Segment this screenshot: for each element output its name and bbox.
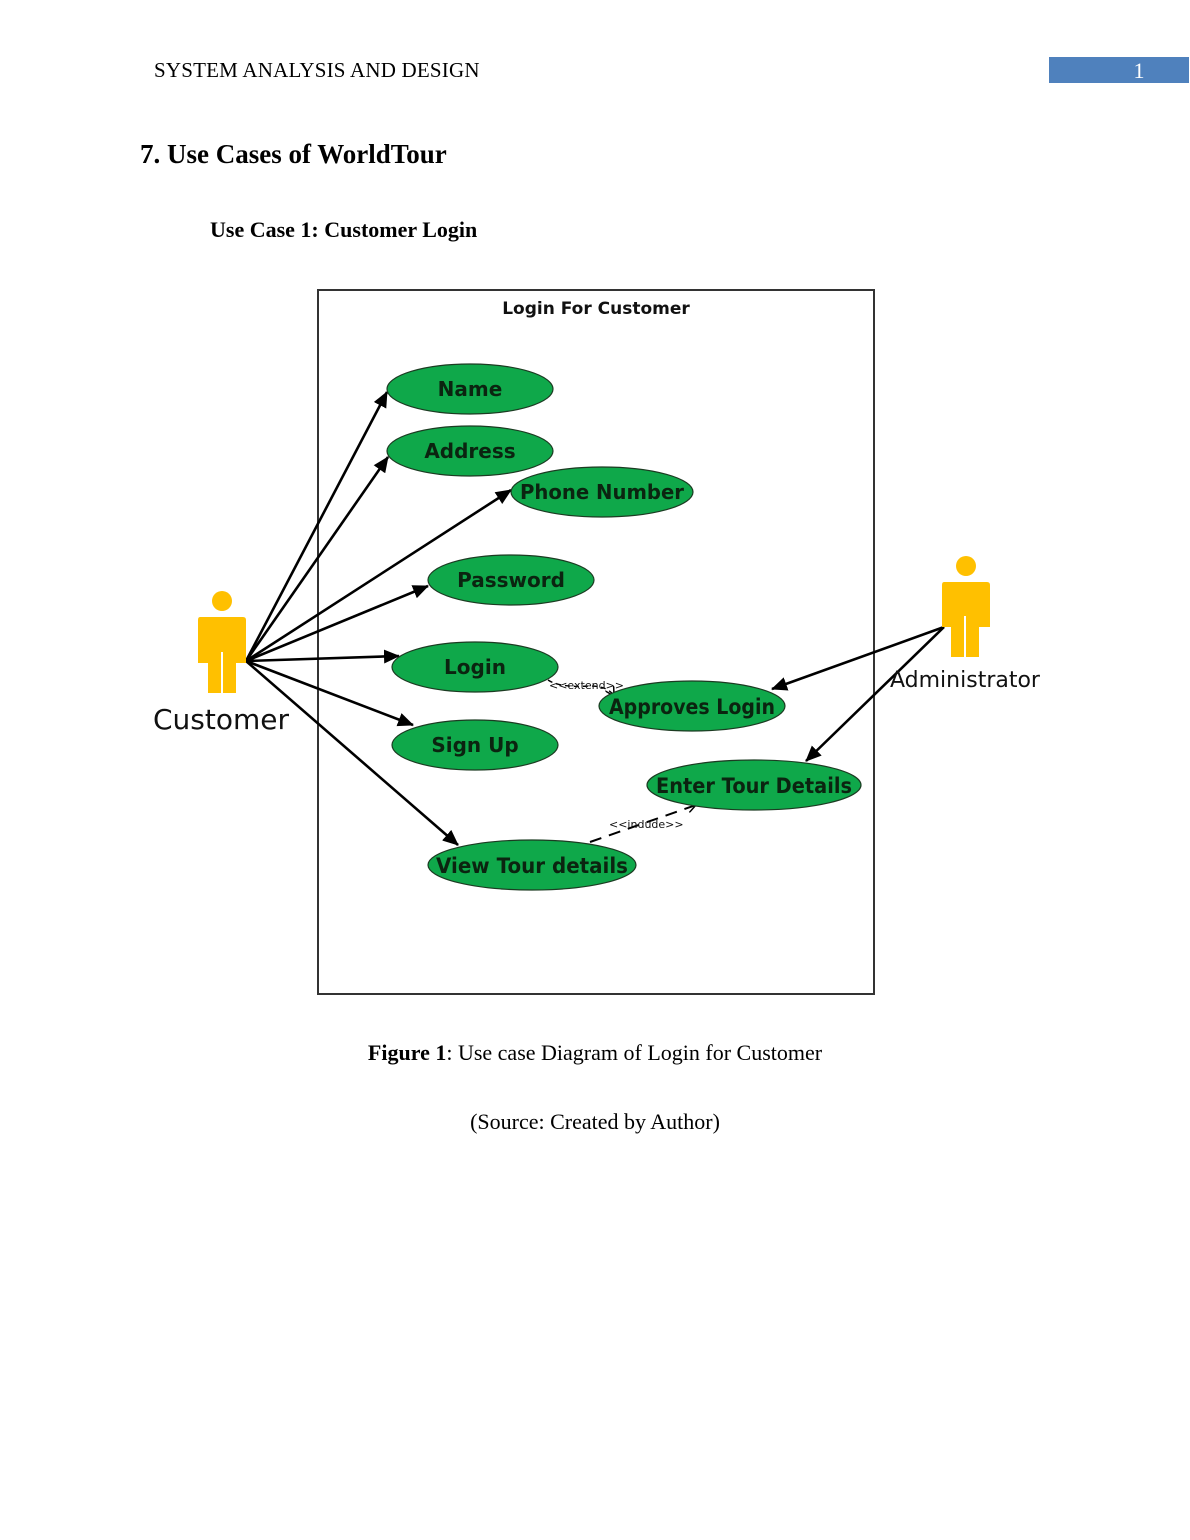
- assoc-customer-name: [244, 391, 389, 662]
- use-case-phone-number: [510, 466, 694, 518]
- extend-relation: [547, 679, 614, 696]
- use-case-password-label: Password: [457, 568, 565, 592]
- use-case-password: [427, 554, 595, 606]
- use-case-sign-up: [391, 719, 559, 771]
- use-case-enter-tour-details-label: Enter Tour Details: [656, 774, 852, 798]
- use-case-address: [386, 425, 554, 477]
- assoc-admin-enter-tour: [805, 626, 945, 762]
- administrator-actor-label: Administrator: [890, 668, 1041, 693]
- figure-source: (Source: Created by Author): [470, 1109, 720, 1134]
- include-label: <<indude>>: [609, 818, 684, 831]
- section-heading: 7. Use Cases of WorldTour: [140, 139, 447, 169]
- assoc-customer-phone: [245, 488, 512, 663]
- use-case-subheading: Use Case 1: Customer Login: [210, 217, 478, 242]
- customer-actor-icon: [198, 591, 246, 693]
- assoc-customer-password: [245, 584, 429, 663]
- assoc-admin-approves-login: [771, 625, 945, 691]
- page-number: 1: [1133, 58, 1145, 83]
- use-case-view-tour-details-label: View Tour details: [436, 854, 628, 878]
- use-case-address-label: Address: [424, 439, 515, 463]
- use-case-sign-up-label: Sign Up: [431, 733, 518, 757]
- assoc-customer-view-tour: [245, 660, 459, 846]
- use-case-approves-login-label: Approves Login: [609, 695, 775, 719]
- figure-label: Figure 1: [367, 1040, 447, 1065]
- use-case-phone-number-label: Phone Number: [520, 480, 684, 504]
- figure-caption: Figure 1: Use case Diagram of Login for …: [0, 1040, 1190, 1066]
- extend-label: <<extend>>: [549, 679, 624, 692]
- administrator-actor-icon: [942, 556, 990, 657]
- use-case-login-label: Login: [444, 655, 506, 679]
- use-case-login: [391, 641, 559, 693]
- customer-actor-label: Customer: [153, 703, 289, 736]
- system-title: Login For Customer: [502, 299, 690, 319]
- use-case-name: [386, 363, 554, 415]
- assoc-customer-login: [245, 649, 400, 664]
- use-case-approves-login: [598, 680, 786, 732]
- page-number-box: 1: [1049, 57, 1189, 83]
- system-boundary: [317, 289, 875, 995]
- use-case-enter-tour-details: [646, 759, 862, 811]
- figure-caption-text: : Use case Diagram of Login for Customer: [446, 1040, 823, 1065]
- use-case-name-label: Name: [438, 377, 503, 401]
- assoc-customer-signup: [245, 659, 414, 727]
- assoc-customer-address: [244, 456, 390, 662]
- running-header-title: SYSTEM ANALYSIS AND DESIGN: [154, 58, 480, 82]
- use-case-view-tour-details: [427, 839, 637, 891]
